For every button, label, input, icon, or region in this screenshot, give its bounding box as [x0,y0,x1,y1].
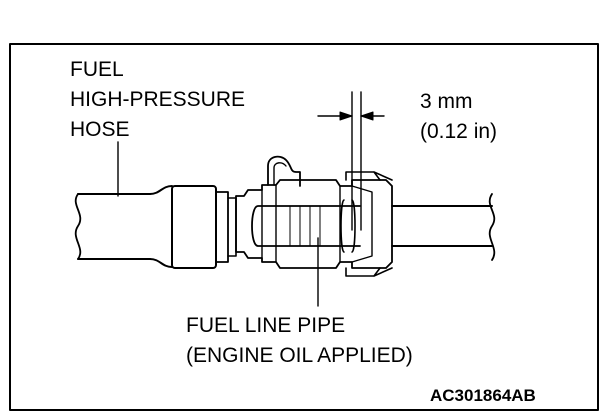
hose-flare [149,185,173,268]
hose-ferrule [171,185,217,269]
locking-tab-top [345,171,393,181]
ferrule-neck [215,191,229,263]
dim-arrow-left [339,111,353,121]
gap-dimension-inches: (0.12 in) [420,120,498,143]
pipe-bulge [340,199,356,253]
pipe-break-right [488,193,496,261]
hose-label-line1: FUEL [70,58,124,81]
hose-break-left [74,193,82,260]
gap-dimension-value: 3 mm [420,90,473,113]
fuel-line-pipe [251,205,361,247]
hose-label-line3: HOSE [70,118,130,141]
hose-body [77,193,151,260]
figure-frame [9,43,599,411]
locking-tab-bottom [345,267,393,277]
pipe-seal [289,205,321,247]
figure-id: AC301864AB [430,386,536,405]
pipe-label-line2: (ENGINE OIL APPLIED) [186,344,413,367]
retainer-clip [267,155,301,187]
fitting-body [235,179,393,269]
hose-label-line2: HIGH-PRESSURE [70,88,246,111]
dim-arrow-right [360,111,374,121]
pipe-label-line1: FUEL LINE PIPE [186,314,346,337]
